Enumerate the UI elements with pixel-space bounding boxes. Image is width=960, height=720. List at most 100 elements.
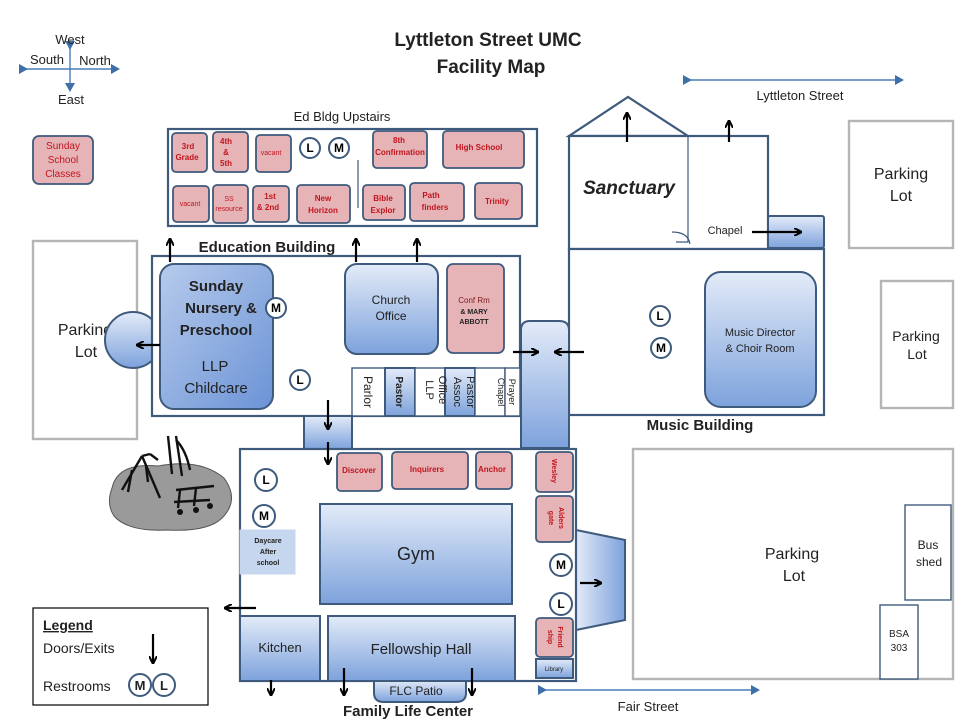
gym-label: Gym (397, 544, 435, 564)
bsa-label: 303 (891, 643, 908, 654)
room-pathfinders: Path finders (409, 182, 465, 222)
restroom-letter: L (557, 597, 564, 611)
restroom-letter: L (262, 473, 269, 487)
room-label: 8th (393, 136, 405, 145)
restroom-letter: M (556, 558, 566, 572)
legend-title: Legend (43, 617, 93, 633)
playground-illustration (108, 435, 232, 531)
room-label: 5th (220, 159, 232, 168)
lyttleton-street: Lyttleton Street (683, 75, 904, 103)
parking-lot-top-right: Parking Lot (847, 119, 955, 250)
room-label: Path (422, 191, 439, 200)
legend-ladies-icon: L (160, 678, 168, 693)
compass-rose: West South North East (19, 32, 120, 107)
assoc-pastor-label: Assoc (451, 377, 463, 407)
prayer-chapel-label: Prayer (507, 379, 517, 406)
flc-patio-label: FLC Patio (389, 684, 443, 698)
education-label: Education Building (199, 239, 336, 256)
restroom-ladies-flc: L (254, 468, 278, 492)
parking-lot-left: Parking Lot (31, 239, 139, 441)
daycare-label: school (257, 560, 280, 567)
room-label: Friend (556, 626, 563, 647)
conf-room-label: Conf Rm (458, 296, 490, 305)
parking-label: Lot (783, 568, 806, 585)
room-label: Explor (371, 206, 396, 215)
restroom-ladies-flc-east: L (549, 592, 573, 616)
room-label: Alders (557, 507, 564, 529)
parking-label: Lot (75, 344, 98, 361)
pastor-label: Pastor (393, 376, 404, 407)
daycare-label: After (260, 549, 277, 556)
room-label: ship (546, 630, 553, 644)
room-label: SS (224, 196, 234, 203)
compass-east: East (58, 92, 84, 107)
parlor-label: Parlor (361, 376, 375, 408)
daycare-label: Daycare (254, 538, 281, 545)
parking-label: Lot (907, 346, 927, 362)
restroom-letter: L (656, 309, 663, 323)
parking-label: Parking (58, 322, 112, 339)
compass-west: West (55, 32, 85, 47)
music-building-label: Music Building (647, 417, 754, 434)
bsa-303: BSA 303 (879, 604, 919, 680)
room-label: Wesley (550, 459, 557, 483)
music-building: Music Director & Choir Room Music Buildi… (567, 247, 826, 434)
llp-label: Childcare (184, 380, 247, 397)
education-building: Sunday Nursery & Preschool LLP Childcare… (104, 254, 522, 418)
kitchen-label: Kitchen (258, 640, 301, 655)
conf-room-label: & MARY (460, 309, 488, 316)
room-label: Trinity (485, 197, 510, 206)
fair-street-label: Fair Street (618, 699, 679, 714)
room-label: 4th (220, 137, 232, 146)
room-label: Confirmation (375, 148, 425, 157)
assoc-pastor-label: Pastor (464, 376, 476, 408)
restroom-letter: L (296, 373, 303, 387)
sunday-school-key: Sunday School Classes (32, 135, 94, 185)
key-line2: School (48, 155, 79, 166)
church-office-label: Office (375, 309, 406, 323)
room-label: Grade (175, 153, 199, 162)
room-trinity: Trinity (474, 182, 523, 220)
ed-upstairs-label: Ed Bldg Upstairs (294, 109, 391, 124)
bus-shed-label: Bus (918, 538, 939, 552)
music-director-label: & Choir Room (725, 343, 794, 355)
restroom-letter: M (656, 341, 666, 355)
legend-men-icon: M (135, 678, 146, 693)
door-arrows (138, 114, 800, 694)
llp-label: LLP (202, 358, 229, 375)
room-label: 3rd (182, 142, 195, 151)
legend: Legend Doors/Exits Restrooms M L (32, 607, 209, 706)
room-label: gate (547, 511, 554, 526)
legend-doors: Doors/Exits (43, 640, 115, 656)
conf-room-label: ABBOTT (459, 319, 489, 326)
restroom-men-flc-east: M (549, 553, 573, 577)
room-label: Horizon (308, 206, 338, 215)
room-label: Bible (373, 194, 393, 203)
fellowship-label: Fellowship Hall (371, 641, 472, 658)
bsa-label: BSA (889, 629, 909, 640)
sanctuary-label: Sanctuary (583, 178, 676, 199)
library-label: Library (545, 667, 563, 673)
bus-shed: Bus shed (904, 504, 952, 601)
map-title: Lyttleton Street UMC (394, 30, 581, 51)
map-subtitle: Facility Map (437, 57, 546, 78)
room-3rd-grade: 3rd Grade (171, 132, 208, 173)
room-label: finders (422, 203, 449, 212)
room-label: New (315, 194, 332, 203)
prayer-chapel-label: Chapel (496, 378, 506, 407)
room-label: vacant (261, 150, 282, 157)
key-line3: Classes (45, 169, 81, 180)
key-line1: Sunday (46, 141, 80, 152)
parking-label: Parking (765, 546, 819, 563)
restroom-men-upstairs: M (328, 137, 350, 159)
connector-hall (520, 320, 570, 449)
room-label: Inquirers (410, 465, 445, 474)
room-label: & (223, 148, 229, 157)
restroom-men-education: M (265, 297, 287, 319)
restroom-ladies-education: L (289, 369, 311, 391)
nursery-label: Sunday (189, 278, 244, 295)
restroom-letter: M (271, 301, 281, 315)
restroom-letter: M (334, 141, 344, 155)
llp-office-label: LLP (423, 380, 435, 400)
